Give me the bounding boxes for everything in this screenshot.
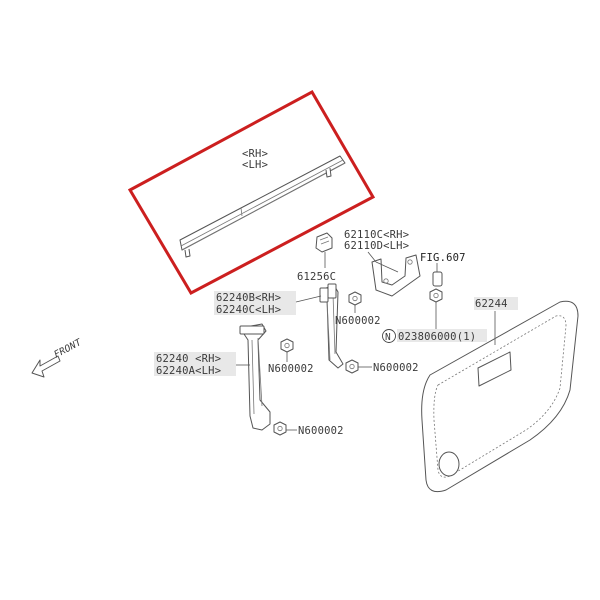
nut-b-part[interactable]: N600002: [345, 359, 419, 374]
sash-62240bc-part[interactable]: 62240B<RH> 62240C<LH>: [214, 283, 344, 369]
door-trim-62244-part[interactable]: 62244: [421, 297, 579, 493]
label-nut-d: N600002: [298, 425, 344, 437]
front-indicator: FRONT: [31, 337, 84, 378]
bolt-023806000[interactable]: N 023806000(1): [382, 329, 488, 343]
fig-607-bolt[interactable]: FIG.607: [420, 252, 466, 287]
label-62240: 62240 <RH>: [156, 353, 221, 365]
nut-c-part[interactable]: N600002: [268, 338, 314, 375]
label-nut-b: N600002: [373, 362, 419, 374]
weatherstrip-label-lh: <LH>: [242, 159, 268, 171]
n-circle-icon: [382, 329, 396, 343]
nut-d-part[interactable]: N600002: [273, 421, 344, 437]
label-fig-607[interactable]: FIG.607: [420, 252, 466, 264]
weatherstrip-part[interactable]: <RH> <LH>: [179, 148, 346, 258]
label-bolt-023806000: 023806000(1): [398, 331, 476, 343]
sash-62240-part[interactable]: 62240 <RH> 62240A<LH>: [154, 323, 271, 431]
label-62244: 62244: [475, 298, 508, 310]
label-bolt-prefix: N: [385, 332, 391, 343]
label-nut-a: N600002: [335, 315, 381, 327]
label-61256c: 61256C: [297, 271, 336, 283]
label-62240c: 62240C<LH>: [216, 304, 281, 316]
nut-bracket-part[interactable]: [429, 288, 443, 330]
label-62240b: 62240B<RH>: [216, 292, 281, 304]
label-62110d: 62110D<LH>: [344, 240, 409, 252]
bracket-61256c-part[interactable]: 61256C: [297, 232, 336, 283]
nut-a-part[interactable]: N600002: [335, 291, 381, 327]
selection-highlight-frame[interactable]: [127, 89, 376, 295]
bracket-62110-part[interactable]: 62110C<RH> 62110D<LH>: [344, 229, 421, 297]
arrow-left-outline-icon: [31, 355, 61, 378]
label-nut-c: N600002: [268, 363, 314, 375]
label-62110c: 62110C<RH>: [344, 229, 409, 241]
weatherstrip-label-rh: <RH>: [242, 148, 268, 160]
front-label: FRONT: [52, 337, 84, 361]
label-62240a: 62240A<LH>: [156, 365, 221, 377]
